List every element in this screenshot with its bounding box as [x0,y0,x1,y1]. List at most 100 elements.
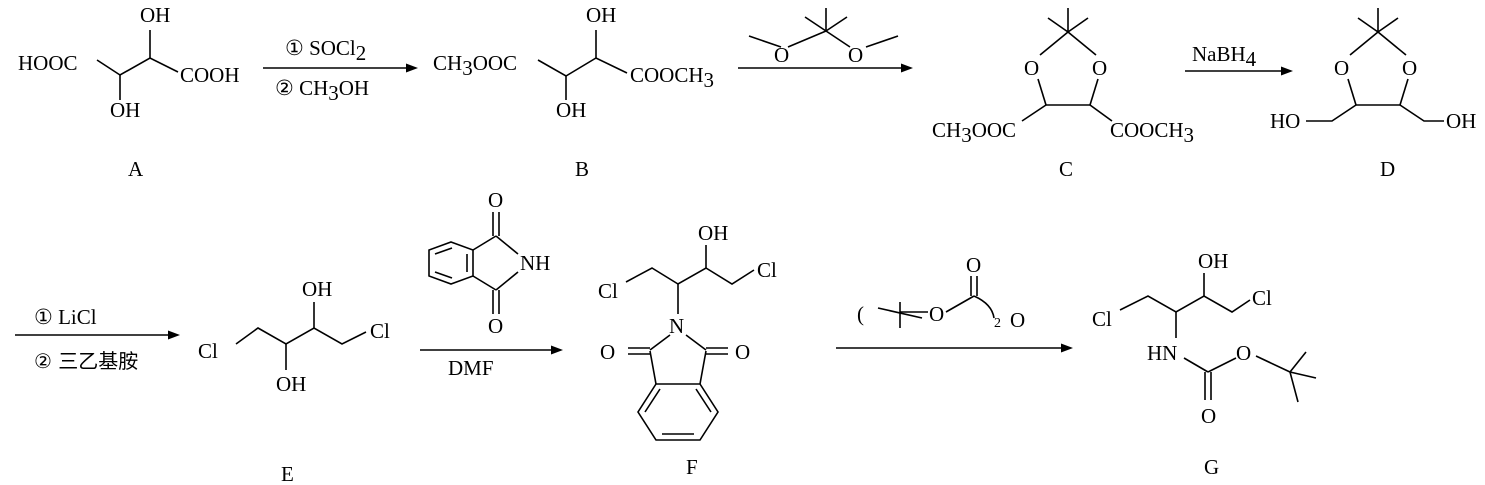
phthalimide-bond-n2 [495,271,519,291]
phthalimide-oxygen-bottom: O [488,314,503,338]
compound-b-oh-bottom: OH [556,98,586,122]
compound-c-ring-bond-3 [1037,78,1047,106]
arrow-4-head [168,330,180,340]
compound-e-cl-right: Cl [370,319,390,343]
dmp-oxygen-right: O [848,43,863,67]
compound-e-oh-top: OH [302,277,332,301]
compound-d-ring-bond-4 [1399,78,1409,106]
compound-e-label: E [281,462,294,485]
compound-d-ch2oh-left [1306,104,1357,122]
compound-c-ring-o-left: O [1024,56,1039,80]
compound-b-label: B [575,157,589,181]
compound-c-label: C [1059,157,1073,181]
compound-g-bond-c-o [1207,357,1237,373]
compound-d-ring-o-left: O [1334,56,1349,80]
dmp-bond-o-right [825,30,851,48]
dmp-oxygen-left: O [774,43,789,67]
dmp-bond-ome-left [748,35,782,48]
boc2o-tbu-horizontal [877,307,923,319]
step1-reagent-line1: ① SOCl2 [285,36,366,65]
compound-a-oh-bottom: OH [110,98,140,122]
boc2o-oxygen-ether: O [929,302,944,326]
compound-b-backbone [537,57,628,77]
phthalimide-nh: NH [520,251,550,275]
compound-e-cl-left: Cl [198,339,218,363]
compound-g-oh-top: OH [1198,249,1228,273]
boc-anhydride-structure: ( O O 2 O [857,253,1025,332]
reaction-arrow-6: ( O O 2 O [836,253,1073,353]
dmp-bond-ome-right [865,35,899,48]
compound-g-bond-n-c [1183,357,1209,373]
compound-g-tbu-methyl-1 [1289,371,1317,379]
compound-g-cl-right: Cl [1252,286,1272,310]
compound-c-bond-ester-left [1021,104,1047,122]
compound-g: Cl Cl OH HN O O G [1092,249,1317,479]
boc2o-oxygen-carbonyl: O [966,253,981,277]
compound-f-aromatic-bond-2 [644,388,661,413]
phthalimide-bond-n1 [495,235,519,255]
compound-g-tbu-methyl-2 [1289,351,1307,373]
compound-d-oh-right: OH [1446,109,1476,133]
compound-a-label: A [128,157,144,181]
boc2o-paren-close [973,295,995,319]
compound-g-tbu-methyl-3 [1289,371,1299,403]
compound-d-methyl-right [1377,17,1399,33]
reaction-arrow-4: ① LiCl ② 三乙基胺 [15,305,180,373]
compound-f-bond-ring-left [649,350,657,385]
compound-e-oh-bottom: OH [276,372,306,396]
compound-c-methyl-right [1067,17,1089,33]
phthalimide-bond-c2 [472,275,497,291]
compound-c-ester-right: COOCH3 [1110,118,1194,147]
compound-b: CH3OOC COOCH3 OH OH B [433,3,714,181]
compound-g-label: G [1204,455,1219,479]
compound-d: O O HO OH D [1270,8,1476,181]
compound-d-ring-bond-3 [1347,78,1357,106]
compound-g-cl-left: Cl [1092,307,1112,331]
compound-d-ch2oh-right [1399,104,1444,122]
compound-a-backbone [96,57,179,76]
phthalimide-bond-c1 [472,235,497,251]
compound-c-ring-bond-4 [1089,78,1099,106]
compound-a-cooh: COOH [180,63,240,87]
dmp-bond-methyl-right [825,16,848,32]
compound-f-imide-bond-right [685,334,707,351]
step4-reagent-line1: ① LiCl [34,305,97,329]
compound-c-bond-ester-right [1089,104,1113,122]
compound-b-oh-top: OH [586,3,616,27]
step5-solvent: DMF [448,356,494,380]
phthalimide-structure: O O NH [428,188,550,338]
compound-a-hooc: HOOC [18,51,78,75]
compound-a-oh-top: OH [140,3,170,27]
reaction-arrow-3: NaBH4 [1185,42,1293,76]
compound-f-oh-top: OH [698,221,728,245]
phthalimide-aromatic-bond-1 [434,247,453,255]
compound-f-n: N [669,314,684,338]
step4-reagent-line2: ② 三乙基胺 [34,349,138,373]
arrow-2-head [901,63,913,73]
compound-d-methyl-left [1357,17,1379,33]
compound-f: Cl Cl OH N O O F [598,221,777,479]
boc2o-oxygen-bridge: O [1010,308,1025,332]
arrow-5-head [551,345,563,355]
compound-b-ester-right: COOCH3 [630,63,714,92]
compound-f-bond-ring-right [699,350,707,385]
phthalimide-aromatic-bond-2 [434,271,453,279]
compound-e: Cl Cl OH OH E [198,277,390,485]
compound-f-aromatic-bond-3 [695,388,712,413]
reaction-arrow-5: DMF O O NH [420,188,563,380]
compound-c-methyl-left [1047,17,1069,33]
compound-c-ester-left: CH3OOC [932,118,1016,147]
compound-g-bond-o-tbu [1255,355,1291,373]
compound-c-ring-bond-1 [1039,31,1069,56]
compound-g-oxygen-ester: O [1236,341,1251,365]
compound-a: HOOC COOH OH OH A [18,3,240,181]
compound-d-ho-left: HO [1270,109,1300,133]
reaction-arrow-2: O O [738,8,913,73]
compound-f-backbone [625,267,755,285]
compound-f-oxygen-right: O [735,340,750,364]
compound-f-imide-bond-left [649,334,671,351]
compound-d-label: D [1380,157,1395,181]
compound-d-ring-bond-1 [1349,31,1379,56]
arrow-6-head [1061,343,1073,353]
arrow-1-head [406,63,418,73]
